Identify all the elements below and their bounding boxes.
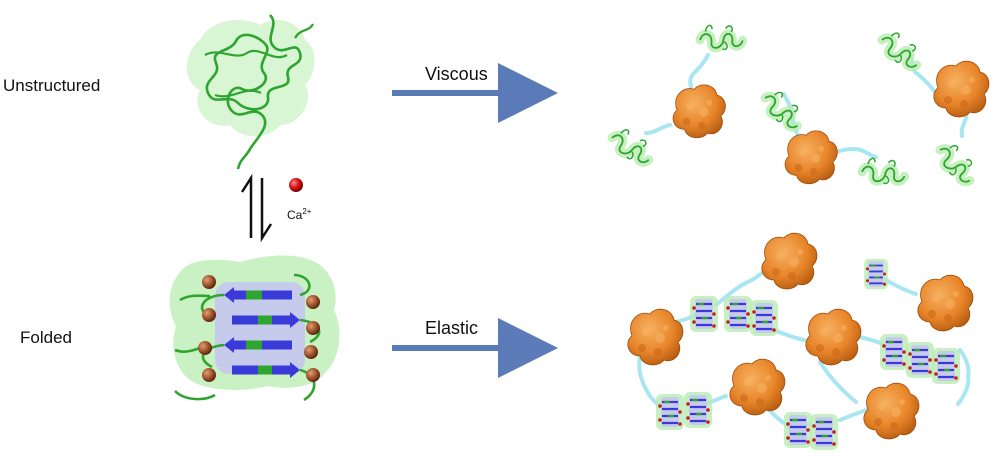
- folded-protein: [169, 255, 340, 402]
- equilibrium-half-arrows-icon: [240, 173, 273, 243]
- viscous-network: [609, 16, 990, 189]
- calcium-ion-sphere-icon: [289, 178, 303, 192]
- elastic-network: [627, 232, 974, 452]
- calcium-charge: 2+: [302, 207, 312, 216]
- viscous-label: Viscous: [425, 64, 488, 84]
- calcium-symbol: Ca: [287, 208, 303, 222]
- calcium-label: Ca2+: [287, 207, 311, 222]
- folded-label: Folded: [20, 328, 72, 347]
- unstructured-protein: [186, 14, 315, 170]
- elastic-label: Elastic: [425, 318, 479, 338]
- unstructured-label: Unstructured: [3, 76, 101, 95]
